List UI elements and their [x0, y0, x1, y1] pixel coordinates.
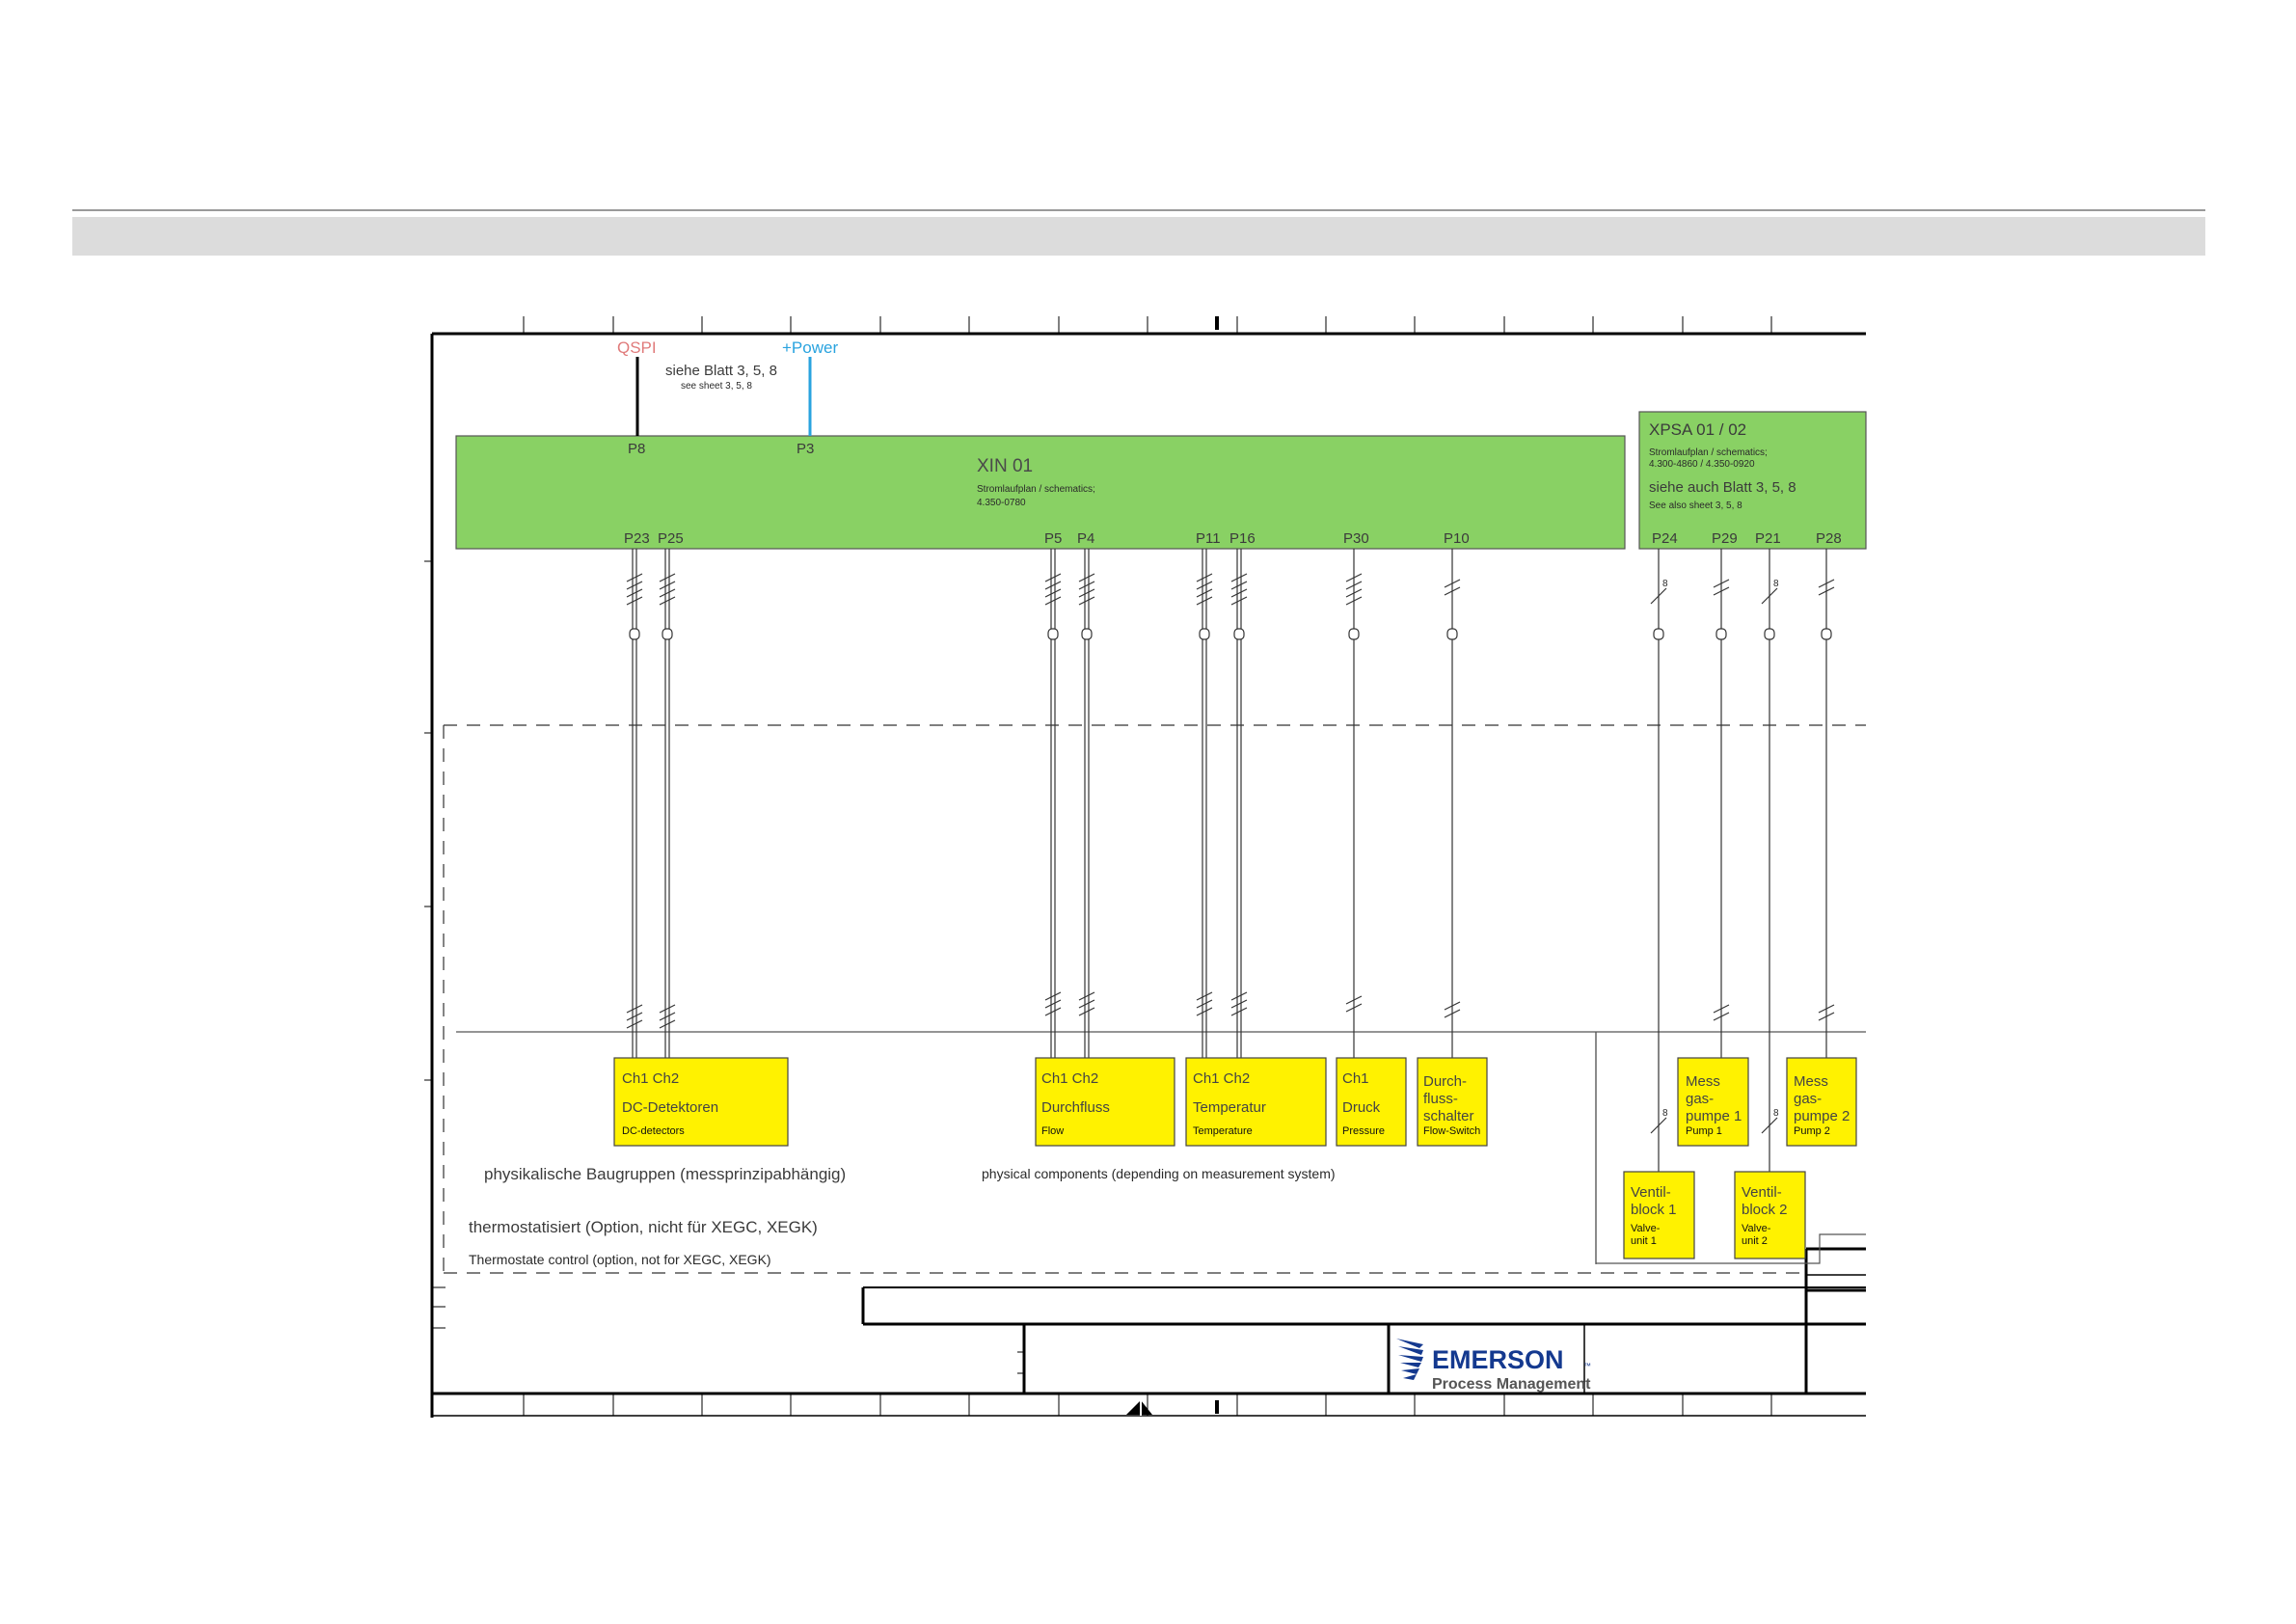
svg-text:Durch-fluss-schalter: Durch-fluss-schalter — [1423, 1073, 1474, 1124]
svg-text:Valve-unit 1: Valve-unit 1 — [1631, 1223, 1661, 1247]
svg-text:Temperatur: Temperatur — [1193, 1099, 1266, 1116]
emerson-icon — [1396, 1339, 1423, 1380]
power-label: +Power — [782, 338, 838, 357]
svg-text:Durchfluss: Durchfluss — [1041, 1099, 1110, 1116]
port-p29: P29 — [1712, 530, 1738, 547]
port-p4: P4 — [1077, 530, 1094, 547]
bus-markers — [626, 573, 1835, 1134]
component-pressure: Ch1 Druck Pressure — [1336, 1057, 1407, 1147]
xpsa-title: XPSA 01 / 02 — [1649, 420, 1746, 439]
xin-bottom-ports: P23 P25 P5 P4 P11 P16 P30 P10 — [624, 530, 1470, 547]
thermo-label-en: Thermostate control (option, not for XEG… — [469, 1252, 771, 1267]
port-p11: P11 — [1196, 530, 1221, 547]
svg-text:Valve-unit 2: Valve-unit 2 — [1742, 1223, 1771, 1247]
bus-width-labels: 8 8 8 8 — [1662, 579, 1779, 1119]
xpsa-ref-en: See also sheet 3, 5, 8 — [1649, 501, 1742, 511]
header-bar — [72, 217, 2205, 256]
svg-text:8: 8 — [1773, 579, 1779, 589]
component-dc-detectors: Ch1 Ch2 DC-Detektoren DC-detectors — [613, 1057, 789, 1147]
port-p10: P10 — [1444, 530, 1470, 547]
xin-port-p8: P8 — [628, 441, 645, 457]
component-temperature: Ch1 Ch2 Temperatur Temperature — [1185, 1057, 1327, 1147]
port-p21: P21 — [1755, 530, 1781, 547]
component-valve-2: Ventil-block 2 Valve-unit 2 — [1734, 1171, 1806, 1259]
xpsa-schem-numbers: 4.300-4860 / 4.350-0920 — [1649, 459, 1755, 470]
svg-text:Ch1: Ch1 — [1342, 1070, 1369, 1087]
thermostat-region — [443, 724, 1866, 1274]
logo-brand: EMERSON — [1432, 1345, 1564, 1374]
svg-text:8: 8 — [1662, 579, 1668, 589]
component-flow: Ch1 Ch2 Durchfluss Flow — [1035, 1057, 1175, 1147]
sheet-frame — [424, 316, 1866, 1418]
physical-label-de: physikalische Baugruppen (messprinzipabh… — [484, 1165, 846, 1183]
xin-schem-label: Stromlaufplan / schematics; — [977, 484, 1095, 495]
port-p28: P28 — [1816, 530, 1842, 547]
svg-text:DC-detectors: DC-detectors — [622, 1125, 685, 1137]
svg-text:Druck: Druck — [1342, 1099, 1381, 1116]
component-valve-1: Ventil-block 1 Valve-unit 1 — [1623, 1171, 1695, 1259]
xin-schem-number: 4.350-0780 — [977, 498, 1026, 508]
xpsa-module — [1638, 411, 1867, 550]
svg-text:Pump 2: Pump 2 — [1794, 1125, 1830, 1137]
thermo-label-de: thermostatisiert (Option, nicht für XEGC… — [469, 1218, 818, 1236]
xin-port-p3: P3 — [797, 441, 814, 457]
svg-text:Flow-Switch: Flow-Switch — [1423, 1125, 1480, 1137]
port-p25: P25 — [658, 530, 684, 547]
logo-sub: Process Management — [1432, 1376, 1591, 1393]
svg-text:Ventil-block 2: Ventil-block 2 — [1742, 1184, 1788, 1218]
svg-text:Pressure: Pressure — [1342, 1125, 1385, 1137]
port-p30: P30 — [1343, 530, 1369, 547]
ref-sheet-en: see sheet 3, 5, 8 — [681, 381, 752, 392]
svg-text:Ch1 Ch2: Ch1 Ch2 — [622, 1070, 679, 1087]
connector-icons — [629, 628, 1832, 640]
port-p23: P23 — [624, 530, 650, 547]
ref-sheet-de: siehe Blatt 3, 5, 8 — [665, 363, 777, 379]
port-p24: P24 — [1652, 530, 1678, 547]
xpsa-ref-de: siehe auch Blatt 3, 5, 8 — [1649, 479, 1796, 496]
logo-tm: ™ — [1583, 1362, 1591, 1370]
xpsa-ports: P24 P29 P21 P28 — [1652, 530, 1842, 547]
emerson-logo: EMERSON ™ Process Management — [1396, 1339, 1591, 1393]
svg-text:Ch1 Ch2: Ch1 Ch2 — [1193, 1070, 1250, 1087]
port-p5: P5 — [1044, 530, 1062, 547]
svg-text:Flow: Flow — [1041, 1125, 1064, 1137]
svg-text:Pump 1: Pump 1 — [1686, 1125, 1722, 1137]
header-rule — [72, 209, 2205, 211]
xin-module — [455, 435, 1626, 550]
xin-title: XIN 01 — [977, 456, 1033, 476]
qspi-label: QSPI — [617, 338, 657, 357]
physical-label-en: physical components (depending on measur… — [982, 1166, 1336, 1181]
component-flow-switch: Durch-fluss-schalter Flow-Switch — [1417, 1057, 1488, 1147]
svg-text:8: 8 — [1773, 1108, 1779, 1119]
svg-text:8: 8 — [1662, 1108, 1668, 1119]
svg-text:Ch1 Ch2: Ch1 Ch2 — [1041, 1070, 1098, 1087]
port-p16: P16 — [1229, 530, 1256, 547]
svg-text:Temperature: Temperature — [1193, 1125, 1253, 1137]
xpsa-schem-label: Stromlaufplan / schematics; — [1649, 447, 1768, 458]
svg-text:DC-Detektoren: DC-Detektoren — [622, 1099, 718, 1116]
svg-text:Ventil-block 1: Ventil-block 1 — [1631, 1184, 1677, 1218]
